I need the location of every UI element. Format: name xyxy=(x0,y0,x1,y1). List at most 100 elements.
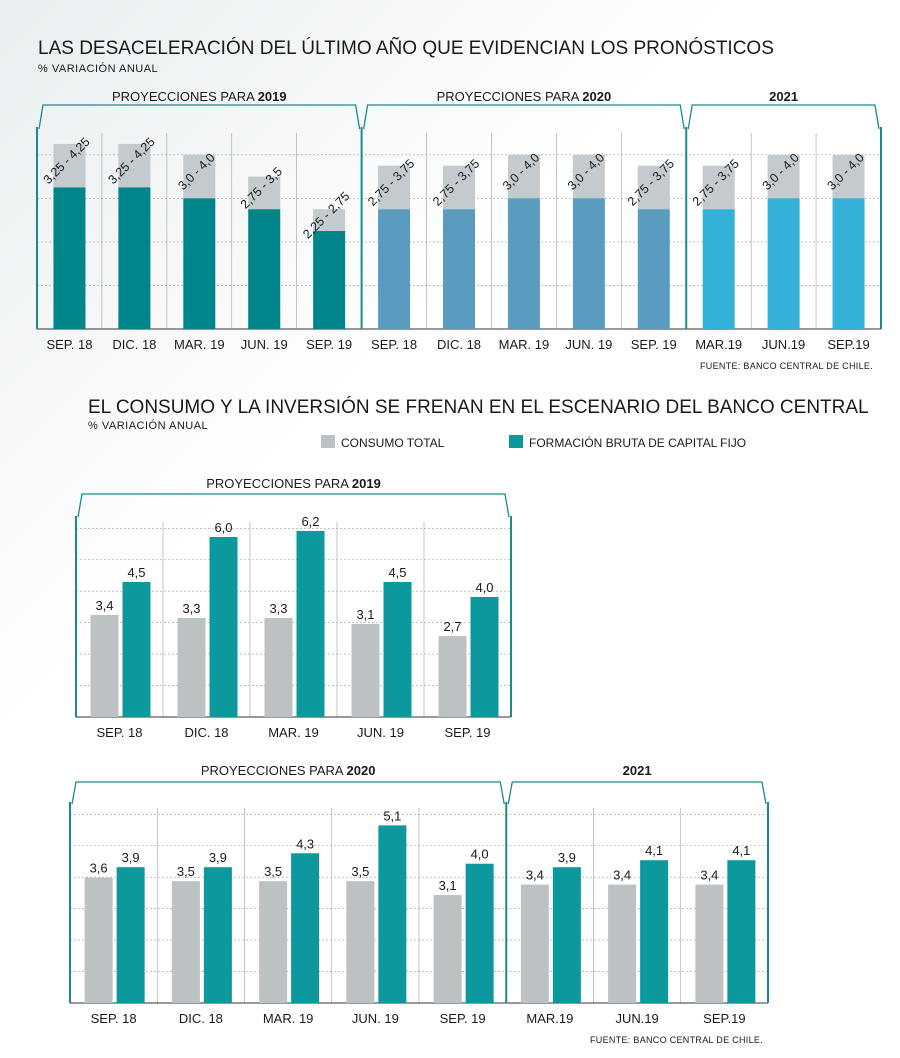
bar-consumo xyxy=(346,881,375,1003)
bar-consumo xyxy=(171,881,200,1003)
legend: CONSUMO TOTAL FORMACIÓN BRUTA DE CAPITAL… xyxy=(321,435,746,450)
x-tick-label: SEP. 18 xyxy=(371,337,417,352)
x-tick-label: MAR.19 xyxy=(526,1011,573,1026)
value-label-fbcf: 4,0 xyxy=(471,847,489,862)
value-label-fbcf: 5,1 xyxy=(383,808,401,823)
value-label-fbcf: 6,0 xyxy=(214,520,232,535)
x-tick-label: SEP.19 xyxy=(703,1011,745,1026)
x-tick-label: MAR. 19 xyxy=(499,337,550,352)
value-label-consumo: 2,7 xyxy=(443,619,461,634)
legend-label-fbcf: FORMACIÓN BRUTA DE CAPITAL FIJO xyxy=(529,435,746,450)
bar-consumo xyxy=(438,636,467,717)
x-tick-label: JUN. 19 xyxy=(565,337,612,352)
x-tick-label: JUN.19 xyxy=(615,1011,658,1026)
range-bar-upper xyxy=(248,176,281,210)
bar-fbcf xyxy=(470,597,499,717)
range-bar-lower xyxy=(248,209,281,329)
bar-consumo xyxy=(608,884,637,1003)
group-label: 2021 xyxy=(769,89,798,104)
range-bar-lower xyxy=(637,209,670,329)
value-label-fbcf: 3,9 xyxy=(558,850,576,865)
x-tick-label: MAR. 19 xyxy=(174,337,225,352)
bar-fbcf xyxy=(296,531,325,717)
x-tick-label: SEP. 19 xyxy=(306,337,352,352)
group-label: PROYECCIONES PARA 2020 xyxy=(201,763,376,778)
bar-consumo xyxy=(520,884,549,1003)
bar-fbcf xyxy=(122,582,151,717)
value-label-consumo: 3,5 xyxy=(351,864,369,879)
chart-3-source: FUENTE: BANCO CENTRAL DE CHILE. xyxy=(590,1035,763,1045)
value-label-consumo: 3,3 xyxy=(269,601,287,616)
value-label-consumo: 3,4 xyxy=(526,868,544,883)
bar-fbcf xyxy=(465,863,494,1003)
range-bar-lower xyxy=(378,209,411,329)
range-bar-lower xyxy=(767,198,800,329)
chart-1-subtitle: % VARIACIÓN ANUAL xyxy=(38,62,158,75)
value-label-fbcf: 4,3 xyxy=(296,836,314,851)
group-label: PROYECCIONES PARA 2020 xyxy=(437,89,612,104)
value-label-consumo: 3,4 xyxy=(613,868,631,883)
bar-fbcf xyxy=(203,867,232,1003)
range-bar-lower xyxy=(313,231,346,329)
bar-fbcf xyxy=(383,582,412,717)
chart-1-title: LAS DESACELERACIÓN DEL ÚLTIMO AÑO QUE EV… xyxy=(38,37,774,59)
range-bar-lower xyxy=(53,187,86,329)
range-bar-upper xyxy=(443,165,475,210)
value-label-fbcf: 3,9 xyxy=(209,850,227,865)
range-bar-upper xyxy=(313,209,346,231)
bar-fbcf xyxy=(378,825,407,1003)
x-tick-label: SEP. 19 xyxy=(631,337,677,352)
range-bar-lower xyxy=(443,209,475,329)
chart-2-title: EL CONSUMO Y LA INVERSIÓN SE FRENAN EN E… xyxy=(88,396,869,418)
range-bar-upper xyxy=(183,154,216,199)
range-bar-lower xyxy=(572,198,605,329)
bar-fbcf xyxy=(116,867,145,1003)
bar-consumo xyxy=(264,618,293,717)
group-bracket xyxy=(687,104,880,130)
x-tick-label: SEP. 18 xyxy=(46,337,92,352)
bar-consumo xyxy=(695,884,724,1003)
x-tick-label: SEP. 19 xyxy=(440,1011,486,1026)
value-label-consumo: 3,3 xyxy=(182,601,200,616)
x-tick-label: MAR. 19 xyxy=(263,1011,314,1026)
value-label-consumo: 3,6 xyxy=(90,861,108,876)
range-bar-upper xyxy=(507,154,540,199)
range-bar-upper xyxy=(53,143,86,188)
x-tick-label: DIC. 18 xyxy=(437,337,481,352)
bar-fbcf xyxy=(209,537,238,717)
legend-swatch-consumo xyxy=(321,435,335,448)
range-bar-lower xyxy=(507,198,540,329)
value-label-consumo: 3,4 xyxy=(700,868,718,883)
x-tick-label: DIC. 18 xyxy=(184,725,228,740)
bar-fbcf xyxy=(552,867,581,1003)
value-label-consumo: 3,1 xyxy=(439,878,457,893)
legend-swatch-fbcf xyxy=(509,435,523,448)
bar-consumo xyxy=(177,618,206,717)
value-label-fbcf: 4,0 xyxy=(475,580,493,595)
x-tick-label: SEP.19 xyxy=(827,337,869,352)
range-bar-lower xyxy=(118,187,151,329)
bar-consumo xyxy=(90,615,119,717)
group-bracket xyxy=(38,104,361,130)
chart-2-subtitle: % VARIACIÓN ANUAL xyxy=(88,419,208,432)
x-tick-label: SEP. 19 xyxy=(444,725,490,740)
bar-fbcf xyxy=(291,853,320,1003)
bar-consumo xyxy=(84,877,113,1003)
x-tick-label: JUN. 19 xyxy=(352,1011,399,1026)
x-tick-label: JUN. 19 xyxy=(357,725,404,740)
value-label-fbcf: 6,2 xyxy=(301,514,319,529)
bar-fbcf xyxy=(640,860,669,1003)
group-bracket xyxy=(77,493,510,518)
group-label: PROYECCIONES PARA 2019 xyxy=(112,89,287,104)
value-label-fbcf: 4,5 xyxy=(127,565,145,580)
value-label-consumo: 3,4 xyxy=(95,598,113,613)
x-tick-label: DIC. 18 xyxy=(179,1011,223,1026)
x-tick-label: MAR. 19 xyxy=(268,725,319,740)
range-bar-lower xyxy=(702,209,735,329)
value-label-fbcf: 4,1 xyxy=(645,843,663,858)
range-bar-lower xyxy=(183,198,216,329)
bar-consumo xyxy=(259,881,288,1003)
